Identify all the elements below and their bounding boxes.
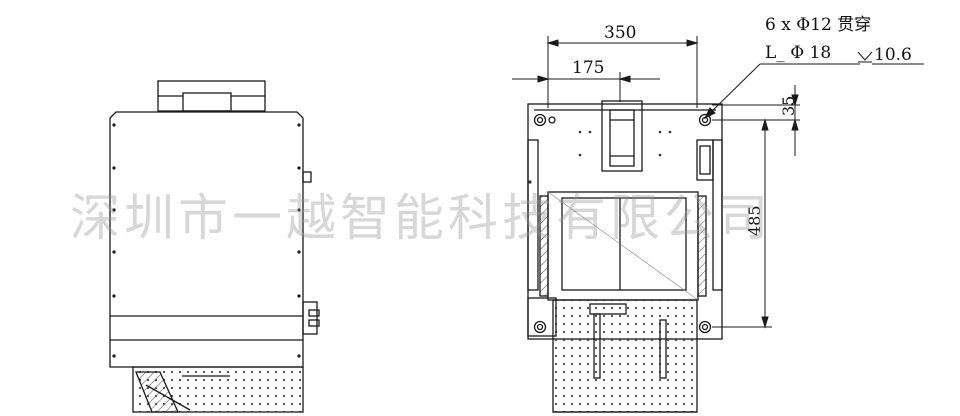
dim-175-label: 175 bbox=[572, 58, 604, 78]
dim-350-label: 350 bbox=[604, 23, 636, 43]
right-rail bbox=[712, 139, 723, 291]
plate-dots bbox=[528, 130, 672, 184]
side-actuator bbox=[696, 139, 714, 181]
side-bracket bbox=[135, 371, 180, 413]
side-fitting-lower bbox=[302, 301, 318, 335]
side-body bbox=[109, 111, 304, 368]
hole-callout-line1: 6 x Φ12 贯穿 bbox=[765, 15, 871, 35]
dimension-lines bbox=[512, 36, 924, 329]
side-screws bbox=[112, 123, 301, 358]
left-rail bbox=[527, 139, 539, 291]
dim-485-label: 485 bbox=[745, 205, 764, 236]
side-view bbox=[109, 80, 320, 413]
hole-callout-depth: 10.6 bbox=[874, 45, 912, 65]
clamp-bracket bbox=[601, 100, 643, 172]
hole-callout-line2: L_ Φ 18 bbox=[765, 43, 831, 63]
top-block-inner bbox=[182, 92, 232, 112]
side-fitting-upper bbox=[302, 171, 312, 183]
front-view bbox=[527, 100, 723, 413]
lower-left-block bbox=[527, 297, 557, 337]
perforated-plate bbox=[552, 299, 698, 413]
dim-35-label: 35 bbox=[779, 96, 798, 116]
mounting-holes bbox=[533, 113, 712, 334]
